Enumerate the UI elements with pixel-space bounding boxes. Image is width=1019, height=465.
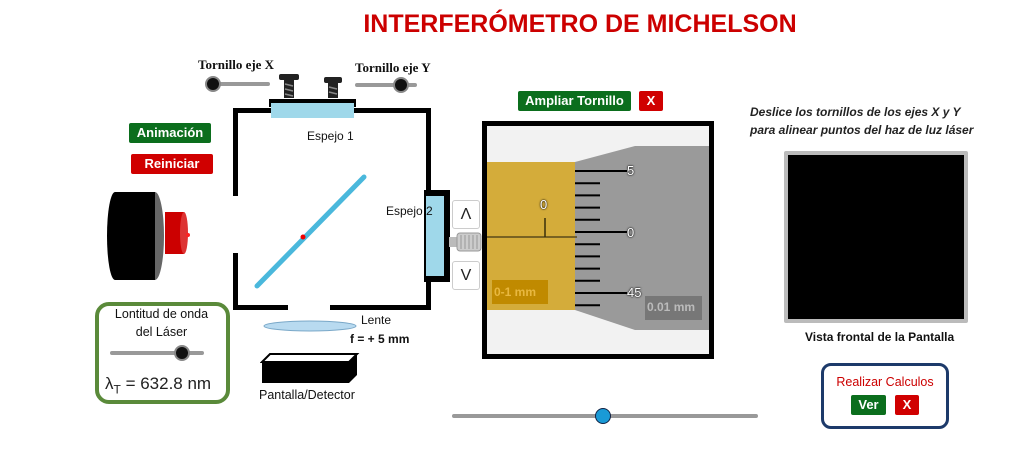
screw-y-label: Tornillo eje Y — [355, 60, 431, 75]
thimble-unit-label: 0.01 mm — [647, 300, 696, 314]
wavelength-value-text: = 632.8 nm — [120, 374, 212, 393]
screen-front-view — [784, 151, 968, 323]
mirror-down-button[interactable]: V — [452, 261, 480, 290]
animation-button[interactable]: Animación — [129, 123, 211, 143]
detector-icon — [260, 353, 360, 383]
main-unit-label: 0-1 mm — [494, 285, 537, 299]
micrometer-scale — [487, 146, 709, 330]
screen-caption: Vista frontal de la Pantalla — [805, 330, 955, 344]
screws-icon — [279, 74, 342, 98]
laser-dot — [300, 234, 306, 240]
calculations-panel — [821, 363, 949, 429]
mirror2-label: Espejo 2 — [386, 204, 433, 218]
micrometer-close-button[interactable]: X — [639, 91, 663, 111]
mirror-1 — [271, 103, 354, 118]
view-calculations-button[interactable]: Ver — [851, 395, 886, 415]
box-bottom-wall-left — [233, 305, 288, 310]
screw-y-icon — [324, 77, 342, 98]
screw-x-icon — [279, 74, 299, 98]
mirror-up-button[interactable]: Λ — [452, 200, 480, 229]
box-left-wall-lower — [233, 253, 238, 310]
main-unit-box — [492, 280, 548, 304]
micrometer-slider-knob[interactable] — [595, 408, 611, 424]
wavelength-panel — [95, 302, 230, 404]
wavelength-title-1: Lontitud de onda — [114, 307, 209, 321]
wavelength-value: λT = 632.8 nm — [105, 374, 211, 396]
wavelength-title-2: del Láser — [135, 325, 188, 339]
wavelength-slider-knob[interactable] — [174, 345, 190, 361]
detector-label: Pantalla/Detector — [259, 388, 355, 402]
screw-y-slider[interactable] — [355, 83, 417, 87]
zoom-screw-button[interactable]: Ampliar Tornillo — [518, 91, 631, 111]
thimble-label-0: 0 — [627, 225, 635, 240]
mirror1-label: Espejo 1 — [307, 129, 354, 143]
mirror-2 — [426, 196, 444, 276]
micrometer-screw-icon — [449, 232, 482, 252]
screw-x-slider-knob[interactable] — [205, 76, 221, 92]
laser-source-icon — [107, 192, 190, 280]
lens-icon — [263, 320, 357, 332]
thimble-unit-box — [645, 296, 702, 320]
box-bottom-wall-right — [330, 305, 430, 310]
main-scale-zero: 0 — [540, 197, 548, 212]
screw-x-label: Tornillo eje X — [198, 57, 275, 72]
beam-splitter — [254, 174, 367, 289]
wavelength-slider[interactable] — [110, 351, 204, 355]
lens-label: Lente — [361, 313, 392, 327]
thimble-label-5: 5 — [627, 163, 635, 178]
calculations-close-button[interactable]: X — [895, 395, 919, 415]
instructions-line-2: para alinear puntos del haz de luz láser — [750, 123, 974, 137]
lambda-subscript: T — [113, 382, 121, 397]
reset-button[interactable]: Reiniciar — [131, 154, 213, 174]
calculations-title: Realizar Calculos — [836, 375, 934, 389]
lambda-symbol: λ — [105, 374, 114, 393]
box-left-wall-upper — [233, 108, 238, 196]
screw-y-slider-knob[interactable] — [393, 77, 409, 93]
thimble-label-45: 45 — [627, 285, 642, 300]
instructions-line-1: Deslice los tornillos de los ejes X y Y — [750, 105, 961, 119]
lens-focal-length: f = + 5 mm — [350, 332, 410, 346]
page-title: INTERFERÓMETRO DE MICHELSON — [363, 10, 797, 38]
screw-x-slider[interactable] — [208, 82, 270, 86]
instructions: Deslice los tornillos de los ejes X y Y … — [750, 103, 973, 139]
micrometer-thimble — [575, 146, 709, 330]
